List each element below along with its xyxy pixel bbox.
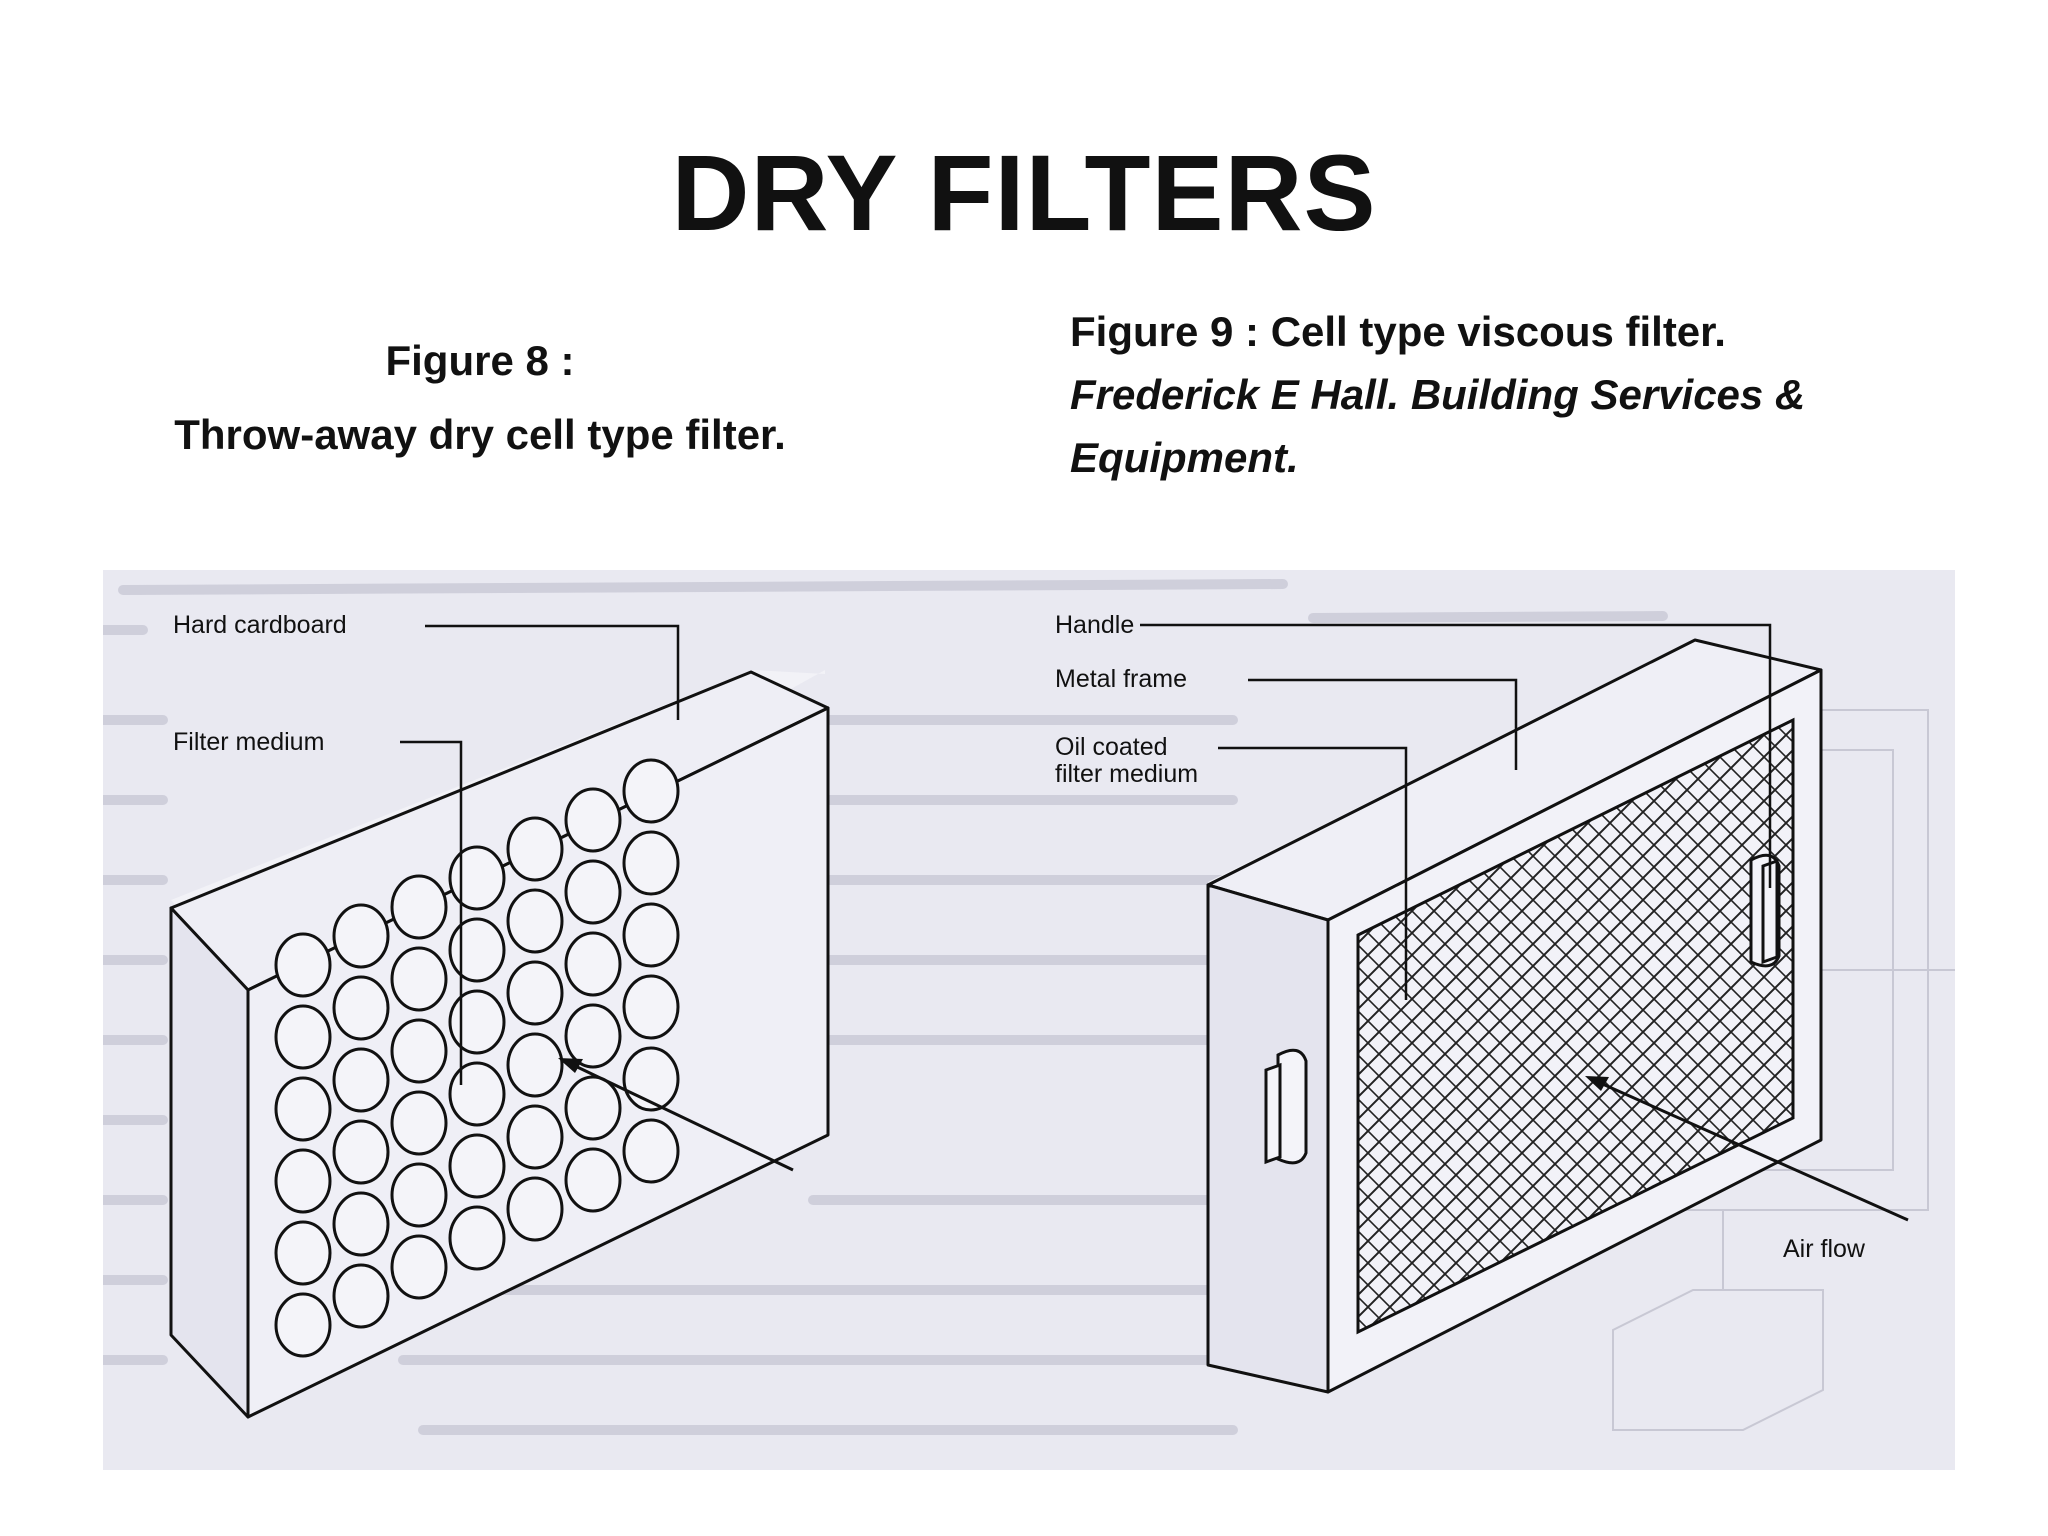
filter-cell	[332, 975, 390, 1041]
filter-medium-leader	[400, 740, 463, 1085]
filter-cell	[622, 902, 680, 968]
filter-cell	[506, 960, 564, 1026]
figure-8-number: Figure 8 :	[385, 337, 575, 384]
filter-cell	[448, 1133, 506, 1199]
filter-cell	[448, 1061, 506, 1127]
filter-cell	[448, 989, 506, 1055]
handle-leader	[1140, 623, 1772, 888]
filter-cell	[564, 1147, 622, 1213]
handle-right	[1749, 853, 1781, 968]
filter-cell	[274, 1004, 332, 1070]
filter-cell	[332, 1263, 390, 1329]
handle-left	[1264, 1048, 1308, 1165]
metal-frame-leader	[1248, 678, 1518, 770]
filter-cells	[274, 758, 680, 1358]
figure-8-drawing	[169, 670, 830, 1419]
filter-cell	[622, 830, 680, 896]
filter-cell	[390, 1090, 448, 1156]
filter-cell	[274, 1220, 332, 1286]
handle-label: Handle	[1055, 611, 1134, 639]
filter-cell	[332, 903, 390, 969]
filter-cell	[564, 859, 622, 925]
figure-8-description: Throw-away dry cell type filter.	[174, 411, 786, 458]
filter-cell	[506, 816, 564, 882]
hard-cardboard-leader	[425, 624, 680, 720]
filter-cell	[506, 1104, 564, 1170]
slide-title: DRY FILTERS	[671, 132, 1377, 253]
figure-9-drawing	[1206, 638, 1823, 1394]
filter-cell	[564, 931, 622, 997]
figure-9-title: Figure 9 : Cell type viscous filter.	[1070, 308, 1726, 355]
filter-cell	[390, 1018, 448, 1084]
filter-medium-label: Filter medium	[173, 728, 324, 756]
oil-coated-mesh	[1356, 717, 1795, 1335]
figure-9-source-line-2: Equipment.	[1070, 434, 1299, 481]
figure-9-air-arrow-head	[1585, 1076, 1609, 1091]
background-scan-texture	[103, 579, 1668, 1435]
filter-cell	[448, 1205, 506, 1271]
filter-cell	[390, 1234, 448, 1300]
filter-cell	[390, 1162, 448, 1228]
filter-cell	[448, 917, 506, 983]
filter-cell	[274, 932, 332, 998]
oil-coated-label: Oil coated	[1055, 733, 1168, 761]
figure-9-source-line-1: Frederick E Hall. Building Services &	[1070, 371, 1806, 418]
filter-cell	[506, 1176, 564, 1242]
filter-cell	[448, 845, 506, 911]
filter-medium-label-2: filter medium	[1055, 760, 1198, 788]
filter-illustration: Hard cardboard Filter medium Handle	[103, 570, 1955, 1470]
filter-cell	[622, 1118, 680, 1184]
filter-cell	[506, 888, 564, 954]
oil-coated-leader	[1218, 746, 1408, 1000]
filter-cell	[274, 1148, 332, 1214]
filter-cell	[390, 946, 448, 1012]
filter-cell	[564, 787, 622, 853]
filter-cell	[564, 1075, 622, 1141]
filter-cell	[332, 1191, 390, 1257]
filter-cell	[332, 1119, 390, 1185]
filter-cell	[274, 1292, 332, 1358]
hard-cardboard-label: Hard cardboard	[173, 611, 347, 639]
filter-cell	[274, 1076, 332, 1142]
figure-9-caption: Figure 9 : Cell type viscous filter. Fre…	[1070, 300, 2030, 489]
filter-cell	[564, 1003, 622, 1069]
filter-diagrams: Hard cardboard Filter medium Handle	[103, 579, 1955, 1435]
filter-cell	[390, 874, 448, 940]
figure-8-air-arrow-shaft	[570, 1062, 794, 1172]
filter-cell	[622, 758, 680, 824]
filter-cell	[506, 1032, 564, 1098]
figure-8-air-arrow-head	[558, 1058, 583, 1073]
air-flow-label: Air flow	[1783, 1235, 1866, 1263]
figure-9-air-arrow-shaft	[1597, 1080, 1909, 1222]
filter-cell	[332, 1047, 390, 1113]
filter-cell	[622, 974, 680, 1040]
metal-frame-label: Metal frame	[1055, 665, 1187, 693]
